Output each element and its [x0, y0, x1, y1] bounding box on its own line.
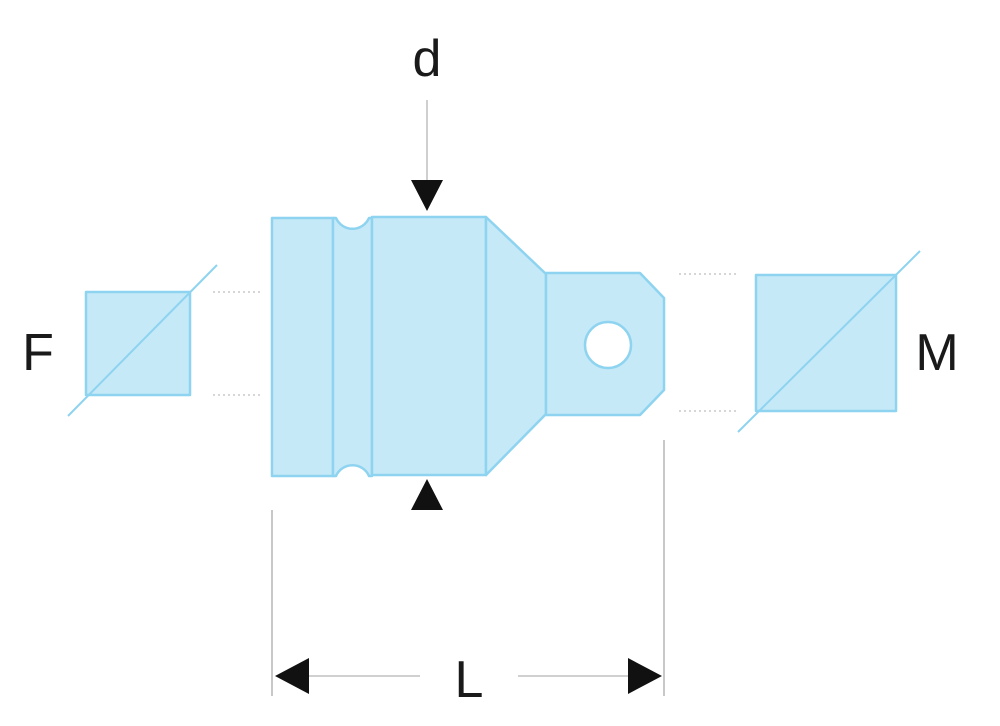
male-square-diagonal [737, 250, 921, 433]
adapter-groove [331, 216, 374, 478]
diameter-arrow-top [411, 180, 443, 211]
adapter-left-collar [270, 216, 335, 478]
adapter-main-body [370, 215, 488, 477]
length-arrow-right [628, 658, 662, 694]
female-square-diagonal [67, 264, 218, 417]
length-arrow-left [275, 658, 309, 694]
diameter-label: d [413, 30, 442, 88]
adapter-detent-hole [583, 320, 633, 370]
female-square-label: F [22, 324, 54, 382]
male-square-label: M [915, 324, 958, 382]
adapter-taper [484, 215, 548, 477]
length-label: L [455, 651, 484, 709]
diameter-arrow-bottom [411, 479, 443, 510]
